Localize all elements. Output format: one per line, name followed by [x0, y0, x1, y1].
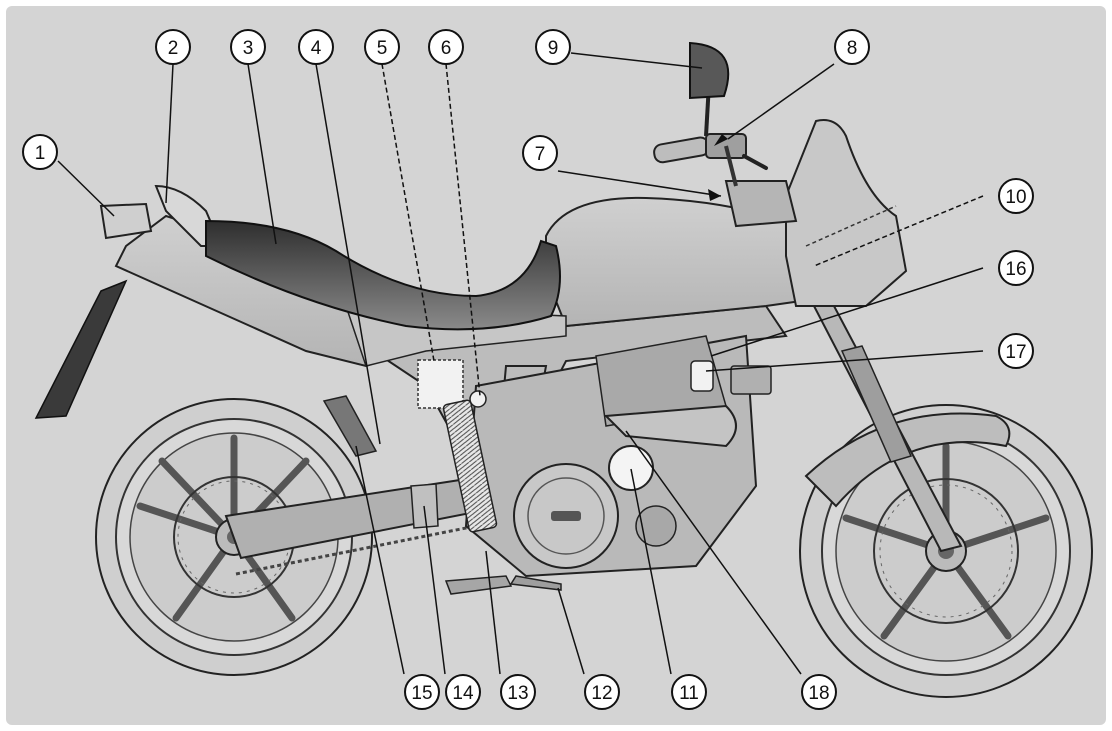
seat [205, 219, 561, 331]
callout-number: 18 [808, 683, 829, 704]
callout-number: 4 [311, 38, 322, 59]
callout-13: 13 [500, 674, 536, 710]
mirror [689, 41, 730, 137]
callout-circle [801, 674, 837, 710]
callout-circle [671, 674, 707, 710]
callout-circle [428, 29, 464, 65]
callout-3: 3 [230, 29, 266, 65]
callout-2: 2 [155, 29, 191, 65]
leader-13 [485, 550, 501, 675]
callout-16: 16 [998, 250, 1034, 286]
callout-18: 18 [801, 674, 837, 710]
callout-number: 5 [377, 38, 388, 59]
callout-number: 10 [1005, 187, 1026, 208]
leader-1 [57, 160, 115, 217]
callout-number: 1 [35, 143, 46, 164]
shock-preload-adjuster [469, 390, 487, 408]
callout-circle [298, 29, 334, 65]
exhaust-headers [603, 404, 737, 448]
leader-arrows [708, 134, 728, 201]
callout-circle [445, 674, 481, 710]
callout-number: 17 [1005, 342, 1026, 363]
handlebar [653, 133, 768, 187]
callout-number: 8 [847, 38, 858, 59]
front-fairing [785, 119, 908, 307]
callout-11: 11 [671, 674, 707, 710]
callout-circle [500, 674, 536, 710]
callout-number: 7 [535, 144, 546, 165]
callout-10: 10 [998, 178, 1034, 214]
callout-circle [584, 674, 620, 710]
leader-14 [423, 505, 446, 675]
battery-box [417, 359, 464, 409]
callout-8: 8 [834, 29, 870, 65]
callout-number: 15 [411, 683, 432, 704]
license-plate [34, 279, 128, 419]
leader-2 [165, 63, 174, 204]
callout-number: 6 [441, 38, 452, 59]
callout-circle [404, 674, 440, 710]
leader-7 [557, 170, 722, 197]
callout-number: 3 [243, 38, 254, 59]
drive-chain [235, 524, 477, 576]
callout-circle [155, 29, 191, 65]
callout-17: 17 [998, 333, 1034, 369]
callout-6: 6 [428, 29, 464, 65]
callout-circle [364, 29, 400, 65]
passenger-footpeg [322, 395, 378, 457]
engine [464, 334, 758, 578]
callout-circle [998, 333, 1034, 369]
callout-number: 14 [452, 683, 474, 704]
headlight-dashed [805, 205, 897, 247]
leader-4 [315, 63, 381, 445]
callout-circle [834, 29, 870, 65]
leader-10 [813, 195, 984, 267]
callout-number: 9 [548, 38, 559, 59]
front-brake-reservoir [730, 365, 772, 395]
callout-circle [22, 134, 58, 170]
leader-17 [705, 350, 984, 372]
leader-11 [630, 468, 672, 675]
leader-lines [57, 52, 984, 675]
leader-9 [570, 52, 703, 69]
callout-circle [998, 178, 1034, 214]
side-stand [509, 575, 562, 591]
brake-pedal [444, 575, 513, 595]
instrument-cluster [724, 180, 798, 228]
leader-18 [625, 430, 802, 675]
callout-14: 14 [445, 674, 481, 710]
callout-circle [535, 29, 571, 65]
callout-circle [522, 135, 558, 171]
callout-circle [998, 250, 1034, 286]
callout-number: 12 [591, 683, 612, 704]
callout-4: 4 [298, 29, 334, 65]
leader-5 [381, 63, 435, 362]
leader-15 [355, 445, 405, 675]
callout-7: 7 [522, 135, 558, 171]
callout-number: 13 [507, 683, 528, 704]
callout-12: 12 [584, 674, 620, 710]
callout-number: 16 [1005, 259, 1026, 280]
tail-light [99, 202, 153, 240]
leader-8 [727, 63, 835, 140]
callout-circle [230, 29, 266, 65]
callout-number: 11 [679, 683, 699, 704]
callout-number: 2 [168, 38, 179, 59]
callout-9: 9 [535, 29, 571, 65]
callout-15: 15 [404, 674, 440, 710]
callout-5: 5 [364, 29, 400, 65]
leader-3 [247, 63, 277, 245]
leader-12 [557, 587, 585, 675]
leader-16 [710, 267, 984, 357]
callout-1: 1 [22, 134, 58, 170]
rear-shock [442, 399, 498, 533]
coolant-reservoir [690, 360, 714, 392]
